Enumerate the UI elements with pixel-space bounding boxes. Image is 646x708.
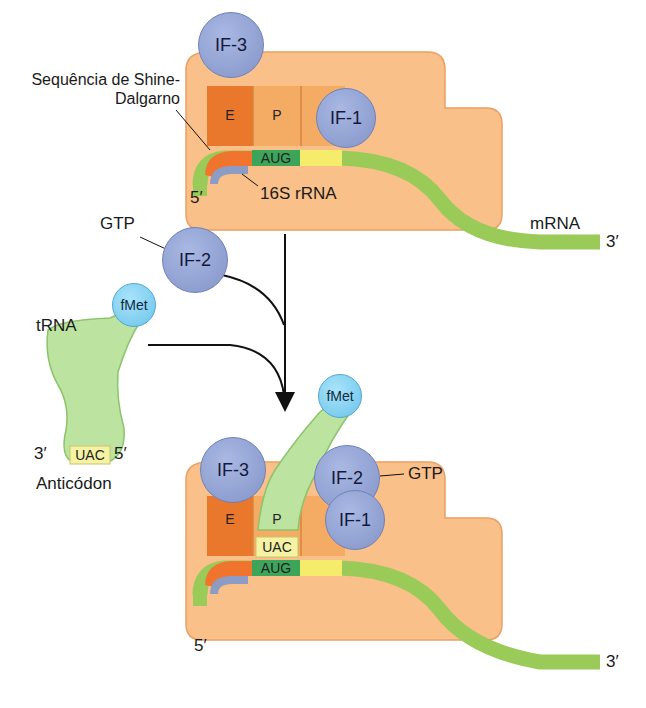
if-circle: IF-3 — [200, 437, 266, 503]
anticodon-box: UAC — [70, 446, 110, 464]
node-text: IF-2 — [331, 468, 363, 489]
label-text: Anticódon — [36, 474, 112, 494]
fmet-circle: fMet — [112, 283, 156, 327]
node-text: UAC — [262, 539, 292, 555]
label-text: 5′ — [190, 188, 203, 208]
label-text: 16S rRNA — [260, 184, 337, 204]
node-text: UAC — [75, 447, 105, 463]
if-circle: IF-1 — [316, 88, 376, 148]
if-circle: IF-3 — [198, 12, 264, 78]
node-text: AUG — [261, 150, 291, 166]
site-e: E — [207, 505, 253, 533]
node-text: IF-3 — [217, 460, 249, 481]
label-text: tRNA — [36, 316, 77, 336]
site-p: P — [253, 505, 301, 533]
label-text: 3′ — [606, 652, 619, 672]
node-text: fMet — [326, 388, 353, 404]
node-text: IF-1 — [330, 108, 362, 129]
if-circle: IF-2 — [162, 227, 228, 293]
site-e: E — [207, 100, 253, 130]
label-text: GTP — [100, 214, 135, 234]
codon-box: AUG — [252, 559, 300, 577]
label-text: GTP — [408, 464, 443, 484]
anticodon-box: UAC — [256, 537, 298, 557]
node-text: fMet — [120, 297, 147, 313]
node-text: IF-2 — [179, 250, 211, 271]
node-text: IF-3 — [215, 35, 247, 56]
fmet-circle: fMet — [318, 374, 362, 418]
node-text: P — [272, 511, 281, 527]
label-text: 3′ — [606, 232, 619, 252]
node-text: AUG — [261, 560, 291, 576]
node-text: E — [225, 511, 234, 527]
label-text: Sequência de Shine-Dalgarno — [12, 70, 180, 108]
codon-box: AUG — [252, 149, 300, 167]
node-text: E — [225, 107, 234, 123]
if-circle: IF-1 — [325, 490, 385, 550]
label-text: 5′ — [114, 444, 127, 464]
node-text: IF-1 — [339, 510, 371, 531]
site-p: P — [253, 100, 301, 130]
label-text: 5′ — [194, 636, 207, 656]
node-text: P — [272, 107, 281, 123]
label-text: 3′ — [34, 444, 47, 464]
label-text: mRNA — [530, 214, 580, 234]
